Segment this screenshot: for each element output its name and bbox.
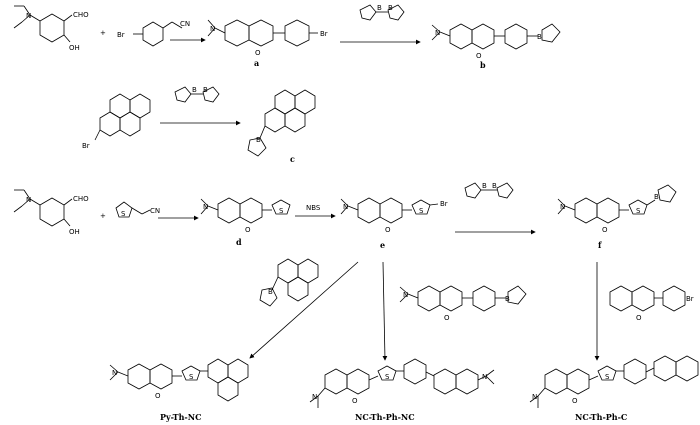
hydroxyl-group: OH <box>69 44 80 52</box>
bromine-atom: Br <box>117 31 125 39</box>
bromine-atom: Br <box>320 30 328 38</box>
compound-a-structure: N O Br a <box>207 19 328 68</box>
sulfur-atom: S <box>189 373 194 381</box>
pyrene-boronate-reagent: B <box>259 258 319 307</box>
bromophenyl-coumarin-reagent: O Br <box>609 285 694 322</box>
carbonyl-oxygen: O <box>245 226 251 234</box>
nitrogen-atom: N <box>203 203 208 211</box>
product-nc-th-ph-nc: N N O S NC-Th-Ph-NC <box>309 358 495 422</box>
nitrogen-atom: N <box>482 373 487 381</box>
carbonyl-oxygen: O <box>444 314 450 322</box>
product-label-nc-th-ph-c: NC-Th-Ph-C <box>575 412 627 422</box>
boron-atom: B <box>505 295 510 303</box>
nitrile-group: CN <box>150 207 160 215</box>
compound-label-c: c <box>290 154 295 164</box>
coumarin-boronate-reagent: N O B <box>399 285 527 322</box>
compound-label-d: d <box>236 237 242 247</box>
carbonyl-oxygen: O <box>352 397 358 405</box>
compound-label-a: a <box>254 58 259 68</box>
product-nc-th-ph-c: N O S NC-Th-Ph-C <box>529 355 699 422</box>
boron-atom: B <box>537 33 542 41</box>
carbonyl-oxygen: O <box>255 49 261 57</box>
compound-label-f: f <box>598 240 602 250</box>
bis-pinacolato-diboron-2: B B <box>174 86 220 103</box>
boron-atom: B <box>256 136 261 144</box>
nitrogen-atom: N <box>112 369 117 377</box>
bromine-atom: Br <box>686 295 694 303</box>
bromopyrene-structure: Br <box>82 93 151 150</box>
product-py-th-nc: N O S Py-Th-NC <box>109 358 249 422</box>
nitrogen-atom: N <box>312 393 317 401</box>
compound-d-structure: N O S d <box>200 197 291 247</box>
product-label-py-th-nc: Py-Th-NC <box>160 412 201 422</box>
compound-label-b: b <box>480 60 486 70</box>
nitrile-group: CN <box>180 20 190 28</box>
aldehyde-group: CHO <box>73 195 89 203</box>
nitrogen-atom: N <box>532 393 537 401</box>
boron-atom: B <box>203 86 208 94</box>
carbonyl-oxygen: O <box>636 314 642 322</box>
boron-atom: B <box>377 4 382 12</box>
boron-atom: B <box>654 193 659 201</box>
sulfur-atom: S <box>385 373 390 381</box>
arrow-to-py-th-nc <box>249 261 359 359</box>
nitrogen-atom: N <box>560 203 565 211</box>
product-label-nc-th-ph-nc: NC-Th-Ph-NC <box>355 412 415 422</box>
carbonyl-oxygen: O <box>602 226 608 234</box>
nitrogen-atom: N <box>435 29 440 37</box>
plus-sign: + <box>100 29 106 37</box>
carbonyl-oxygen: O <box>155 392 161 400</box>
nitrogen-atom: N <box>403 291 408 299</box>
boron-atom: B <box>482 182 487 190</box>
boron-atom: B <box>268 288 273 296</box>
compound-e-structure: N O S Br e <box>340 197 448 250</box>
nbs-reagent: NBS <box>306 204 321 212</box>
compound-f-structure: N O S B f <box>557 184 677 250</box>
aldehyde-group: CHO <box>73 11 89 19</box>
bromophenyl-acetonitrile: Br CN <box>117 20 190 47</box>
compound-b-structure: N O B b <box>431 23 561 70</box>
boron-atom: B <box>492 182 497 190</box>
thiophene-acetonitrile: S CN <box>115 201 160 218</box>
boron-atom: B <box>192 86 197 94</box>
nitrogen-atom: N <box>343 203 348 211</box>
carbonyl-oxygen: O <box>476 52 482 60</box>
sulfur-atom: S <box>279 207 284 215</box>
boron-atom: B <box>388 4 393 12</box>
bromine-atom: Br <box>440 200 448 208</box>
compound-label-e: e <box>380 240 385 250</box>
bis-pinacolato-diboron-1: B B <box>359 4 405 21</box>
arrow-to-nc-th-ph-nc <box>382 261 388 361</box>
carbonyl-oxygen: O <box>572 397 578 405</box>
bis-pinacolato-diboron-3: B B <box>464 182 514 199</box>
sulfur-atom: S <box>419 207 424 215</box>
sulfur-atom: S <box>121 210 126 218</box>
nitrogen-atom: N <box>26 196 31 204</box>
compound-c-structure: B c <box>247 89 316 164</box>
hydroxyl-group: OH <box>69 228 80 236</box>
nitrogen-atom: N <box>26 12 31 20</box>
nitrogen-atom: N <box>210 25 215 33</box>
aldehyde-structure-2: N CHO OH <box>13 189 89 236</box>
carbonyl-oxygen: O <box>385 226 391 234</box>
bromine-atom: Br <box>82 142 90 150</box>
plus-sign: + <box>100 212 106 220</box>
sulfur-atom: S <box>636 207 641 215</box>
sulfur-atom: S <box>605 373 610 381</box>
aldehyde-structure-1: N CHO OH <box>13 5 89 52</box>
